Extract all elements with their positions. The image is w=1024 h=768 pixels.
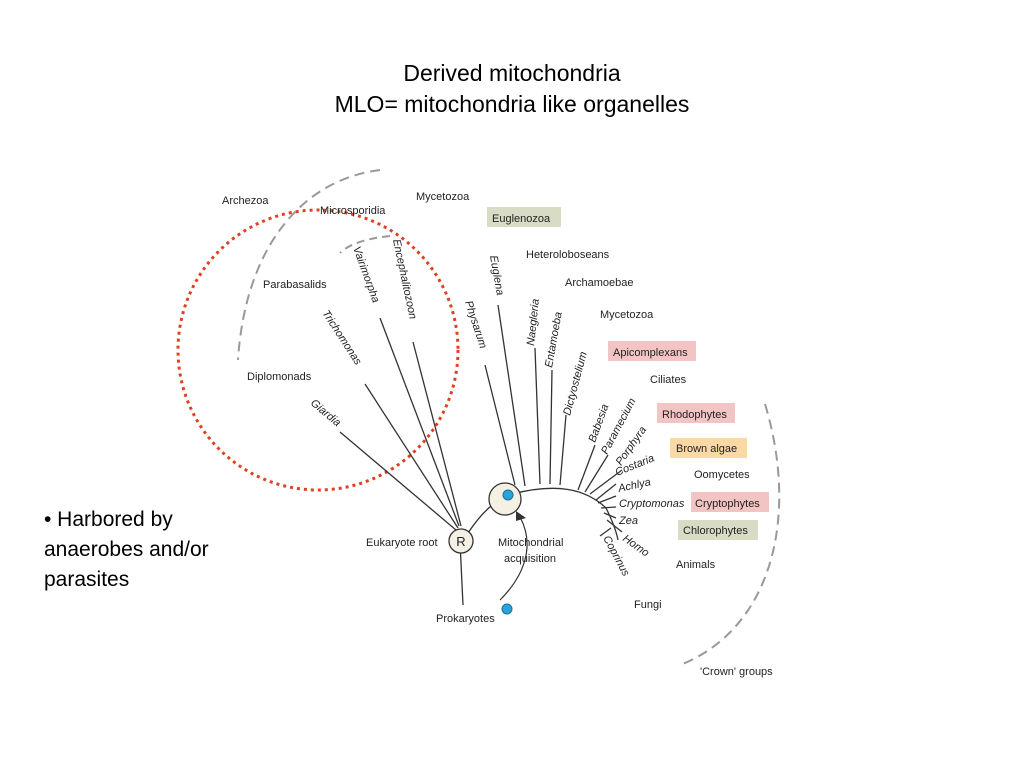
brown-algae-label: Brown algae [676,443,737,455]
title-line-2: MLO= mitochondria like organelles [334,91,690,117]
prokaryotes-label: Prokaryotes [436,613,495,625]
mycetozoa-right-label: Mycetozoa [600,309,654,321]
animals-label: Animals [676,559,716,571]
crown-groups-arc [679,403,781,666]
bullet-line-1: • Harbored by [44,508,173,531]
trichomonas-label: Trichomonas [319,308,364,368]
root-node [448,528,474,554]
acquisition-arrowhead-icon [516,511,526,521]
oomycetes-label: Oomycetes [694,469,750,481]
ciliates-label: Ciliates [650,374,687,386]
root-node-label: R [456,534,465,549]
archamoebae-label: Archamoebae [565,277,634,289]
apicomplexans-box [608,341,696,361]
euglena-label: Euglena [487,254,506,296]
eukaryote-root-label: Eukaryote root [366,537,438,549]
cryptophytes-label: Cryptophytes [695,498,760,510]
mitochondrion-dot-icon [502,489,514,501]
microsporidia-arc [339,235,391,254]
cryptophytes-box [691,492,769,512]
apicomplexans-label: Apicomplexans [613,347,688,359]
parabasalids-label: Parabasalids [263,279,327,291]
slide-title: Derived mitochondria MLO= mitochondria l… [0,58,1024,120]
euglenozoa-label: Euglenozoa [492,213,551,225]
title-line-1: Derived mitochondria [403,60,621,86]
rhodophytes-label: Rhodophytes [662,409,727,421]
mito-acquisition-label-1: Mitochondrial [498,537,563,549]
homo-label: Homo [620,533,651,560]
encephalitozoon-label: Encephalitozoon [390,238,419,320]
bullet-text: • Harbored by anaerobes and/or parasites [44,505,274,595]
fungi-label: Fungi [634,599,662,611]
bullet-line-2: anaerobes and/or [44,538,209,561]
zea-label: Zea [618,515,638,527]
rhodophytes-box [657,403,735,423]
crown-groups-label: 'Crown' groups [700,666,773,678]
vairimorpha-label: Vairimorpha [350,245,381,304]
chlorophytes-label: Chlorophytes [683,525,748,537]
microsporidia-label: Microsporidia [320,205,386,217]
bullet-line-3: parasites [44,568,130,591]
tree-branches [339,304,623,606]
acquisition-arrow-icon [499,516,528,601]
achlya-label: Achlya [616,476,652,495]
diplomonads-label: Diplomonads [247,371,312,383]
archezoa-label: Archezoa [222,195,269,207]
euglenozoa-box [487,207,561,227]
archezoa-arc [237,169,381,361]
naegleria-label: Naegleria [525,298,542,346]
cryptomonas-label: Cryptomonas [619,498,685,510]
entamoeba-label: Entamoeba [543,311,565,368]
archezoa-highlight-circle [176,208,460,492]
mito-acquisition-label-2: acquisition [504,553,556,565]
chlorophytes-box [678,520,758,540]
mycetozoa-top-label: Mycetozoa [416,191,470,203]
prokaryote-dot-icon [501,603,513,615]
physarum-label: Physarum [462,299,489,350]
dictyostelium-label: Dictyostelium [561,350,590,416]
giardia-label: Giardia [308,397,343,429]
heteroloboseans-label: Heteroloboseans [526,249,610,261]
brown-algae-box [670,438,747,458]
